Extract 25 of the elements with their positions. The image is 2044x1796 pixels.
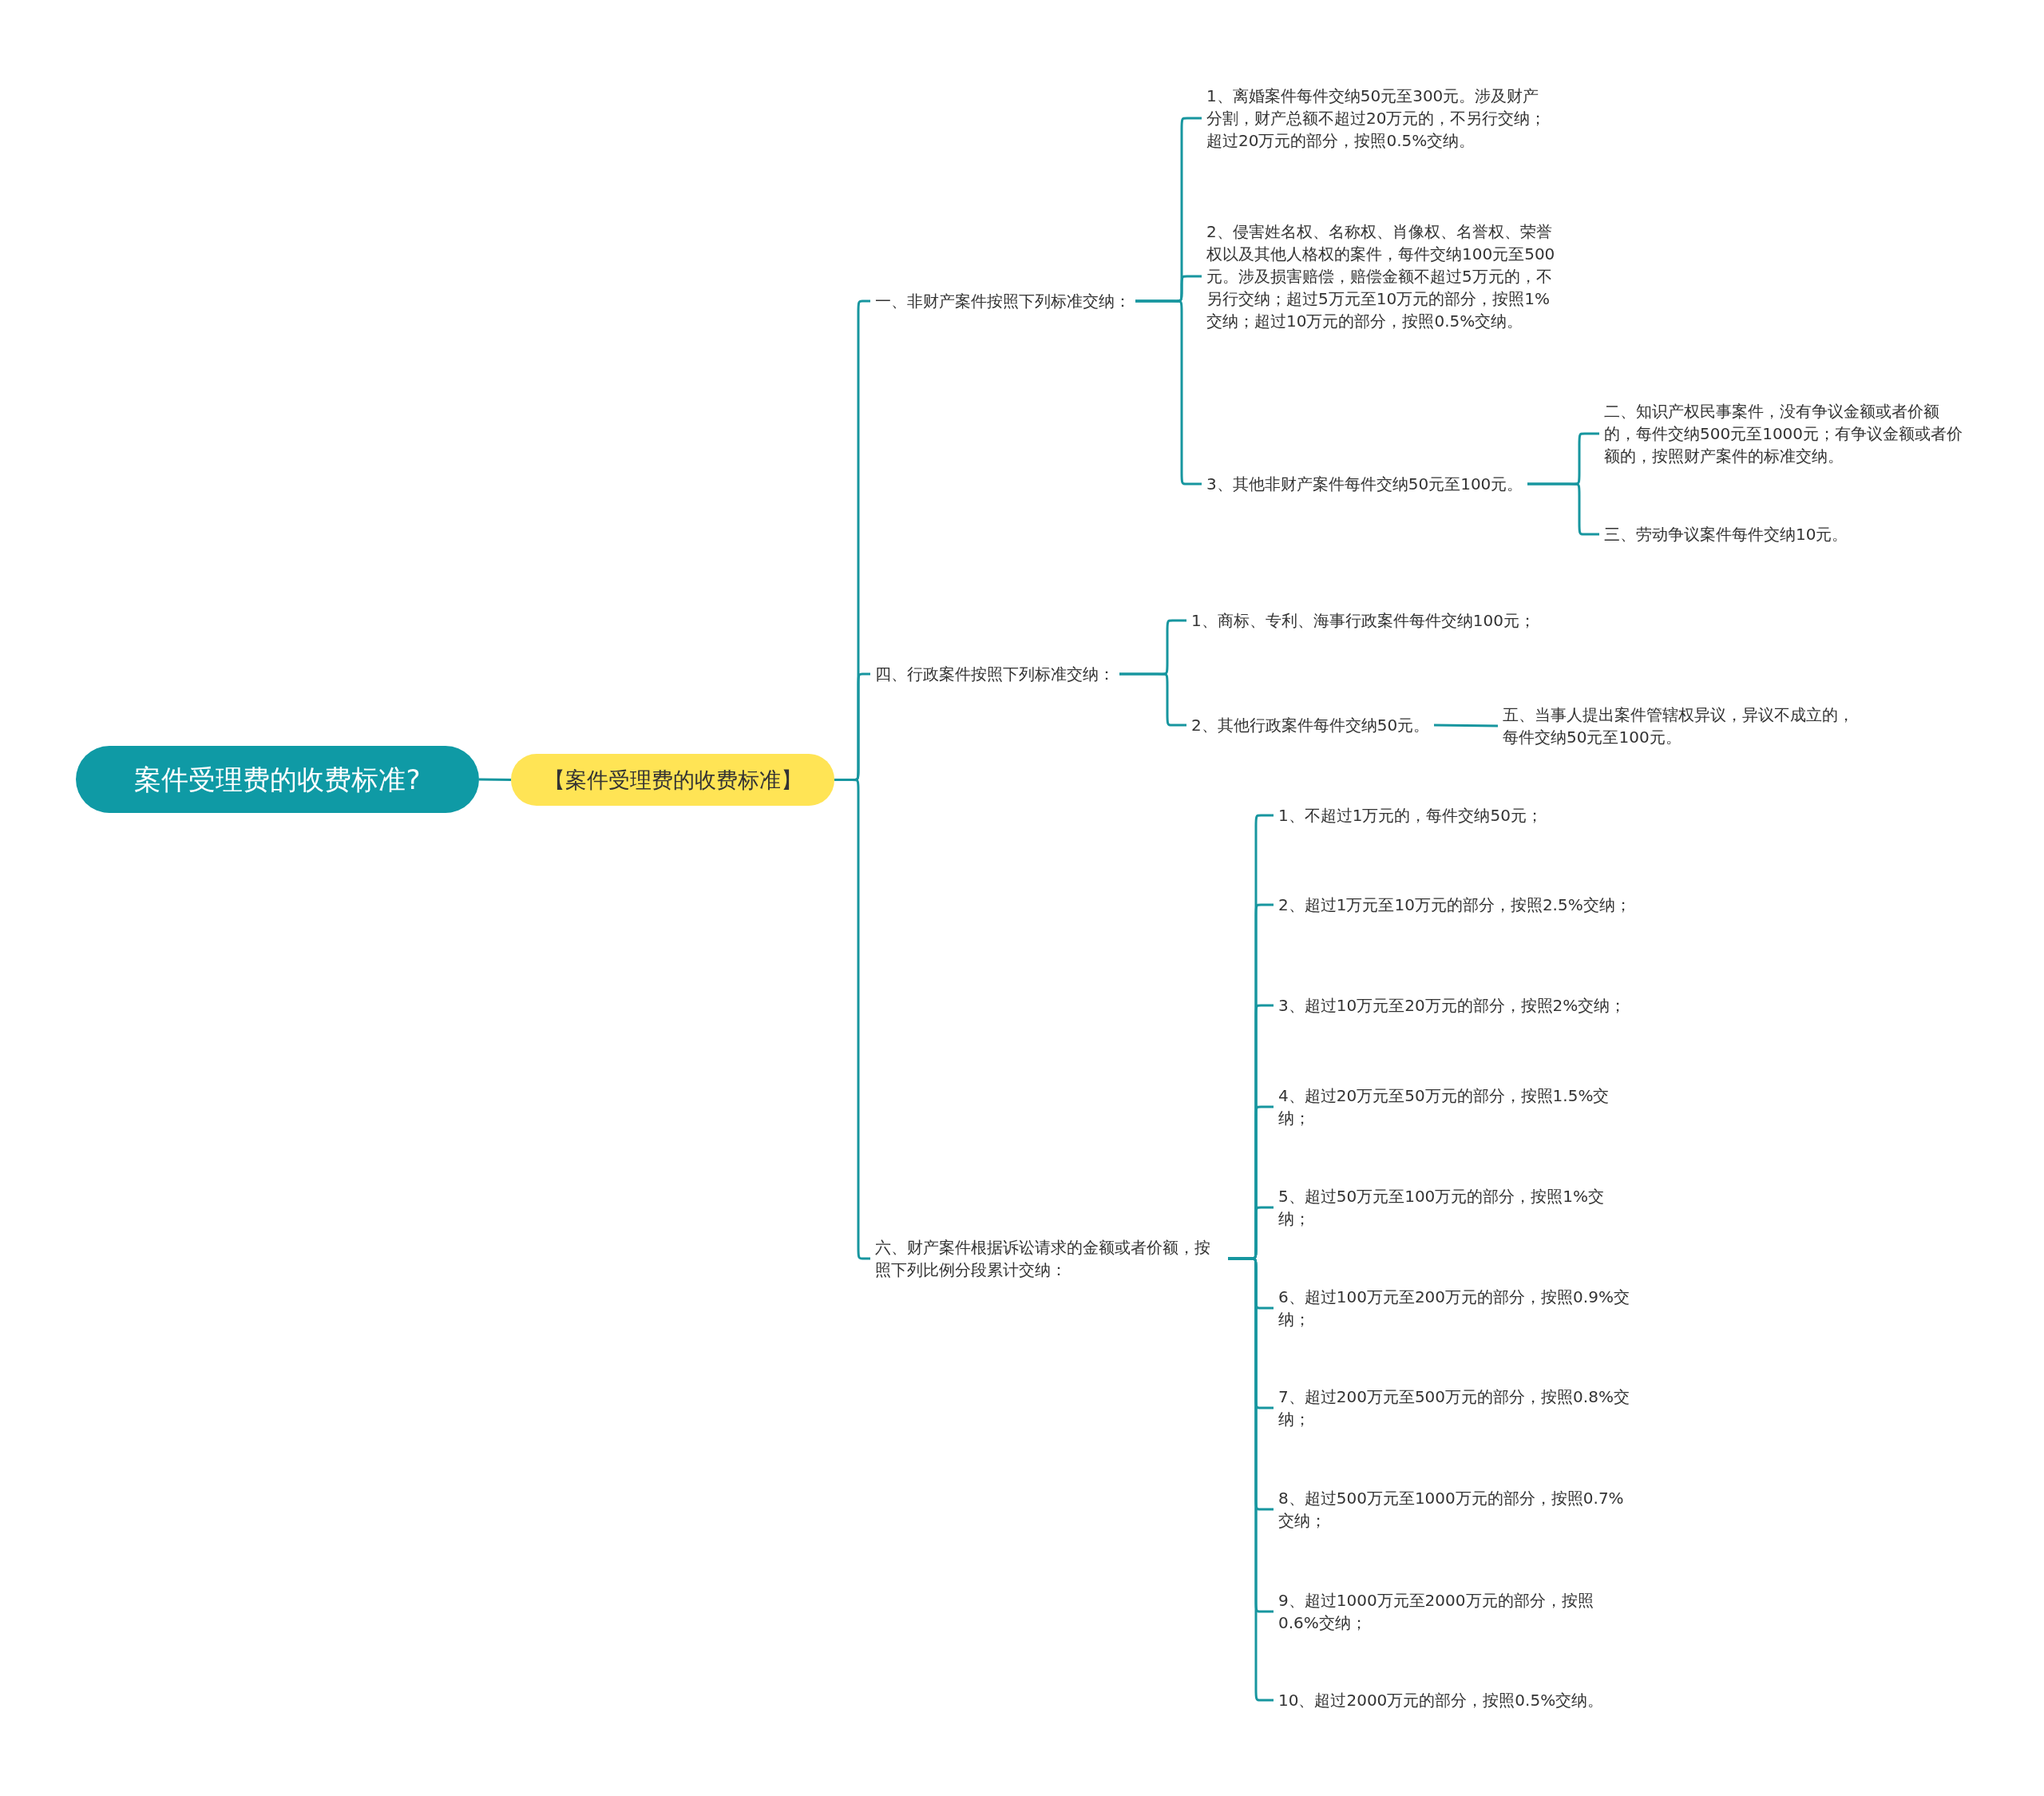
branch-text: 1、不超过1万元的，每件交纳50元；: [1274, 804, 1637, 827]
branch-text: 8、超过500万元至1000万元的部分，按照0.7%交纳；: [1274, 1487, 1637, 1532]
branch-text: 9、超过1000万元至2000万元的部分，按照0.6%交纳；: [1274, 1589, 1637, 1634]
subtopic-pill: 【案件受理费的收费标准】: [511, 753, 834, 806]
branch-text: 6、超过100万元至200万元的部分，按照0.9%交纳；: [1274, 1286, 1637, 1330]
connector-line: [478, 778, 512, 781]
branch-text: 四、行政案件按照下列标准交纳：: [870, 663, 1119, 685]
branch-text: 2、超过1万元至10万元的部分，按照2.5%交纳；: [1274, 894, 1637, 916]
branch-text: 10、超过2000万元的部分，按照0.5%交纳。: [1274, 1689, 1637, 1711]
branch-text: 1、商标、专利、海事行政案件每件交纳100元；: [1186, 609, 1542, 632]
branch-text: 5、超过50万元至100万元的部分，按照1%交纳；: [1274, 1185, 1637, 1230]
branch-text: 3、超过10万元至20万元的部分，按照2%交纳；: [1274, 994, 1637, 1017]
branch-text: 二、知识产权民事案件，没有争议金额或者价额的，每件交纳500元至1000元；有争议金额或者价额的，按照财产案件的标准交纳。: [1599, 400, 1975, 467]
branch-text: 三、劳动争议案件每件交纳10元。: [1599, 523, 1853, 545]
branch-text: 2、侵害姓名权、名称权、肖像权、名誉权、荣誉权以及其他人格权的案件，每件交纳100元至500元。涉及损害赔偿，赔偿金额不超过5万元的，不另行交纳；超过5万元至10万元的部分，按照1%交纳；超过10万元的部分，按照0.5%交纳。: [1202, 220, 1563, 332]
branch-text: 六、财产案件根据诉讼请求的金额或者价额，按照下列比例分段累计交纳：: [870, 1236, 1228, 1281]
branch-text: 3、其他非财产案件每件交纳50元至100元。: [1202, 473, 1528, 495]
branch-text: 一、非财产案件按照下列标准交纳：: [870, 290, 1135, 312]
branch-text: 五、当事人提出案件管辖权异议，异议不成立的，每件交纳50元至100元。: [1498, 704, 1865, 748]
connector-line: [1433, 724, 1499, 728]
branch-text: 2、其他行政案件每件交纳50元。: [1186, 714, 1435, 736]
branch-text: 4、超过20万元至50万元的部分，按照1.5%交纳；: [1274, 1084, 1637, 1129]
branch-text: 1、离婚案件每件交纳50元至300元。涉及财产分割，财产总额不超过20万元的，不另行交纳；超过20万元的部分，按照0.5%交纳。: [1202, 85, 1559, 152]
branch-text: 7、超过200万元至500万元的部分，按照0.8%交纳；: [1274, 1386, 1637, 1430]
central-topic: 案件受理费的收费标准?: [76, 746, 479, 813]
